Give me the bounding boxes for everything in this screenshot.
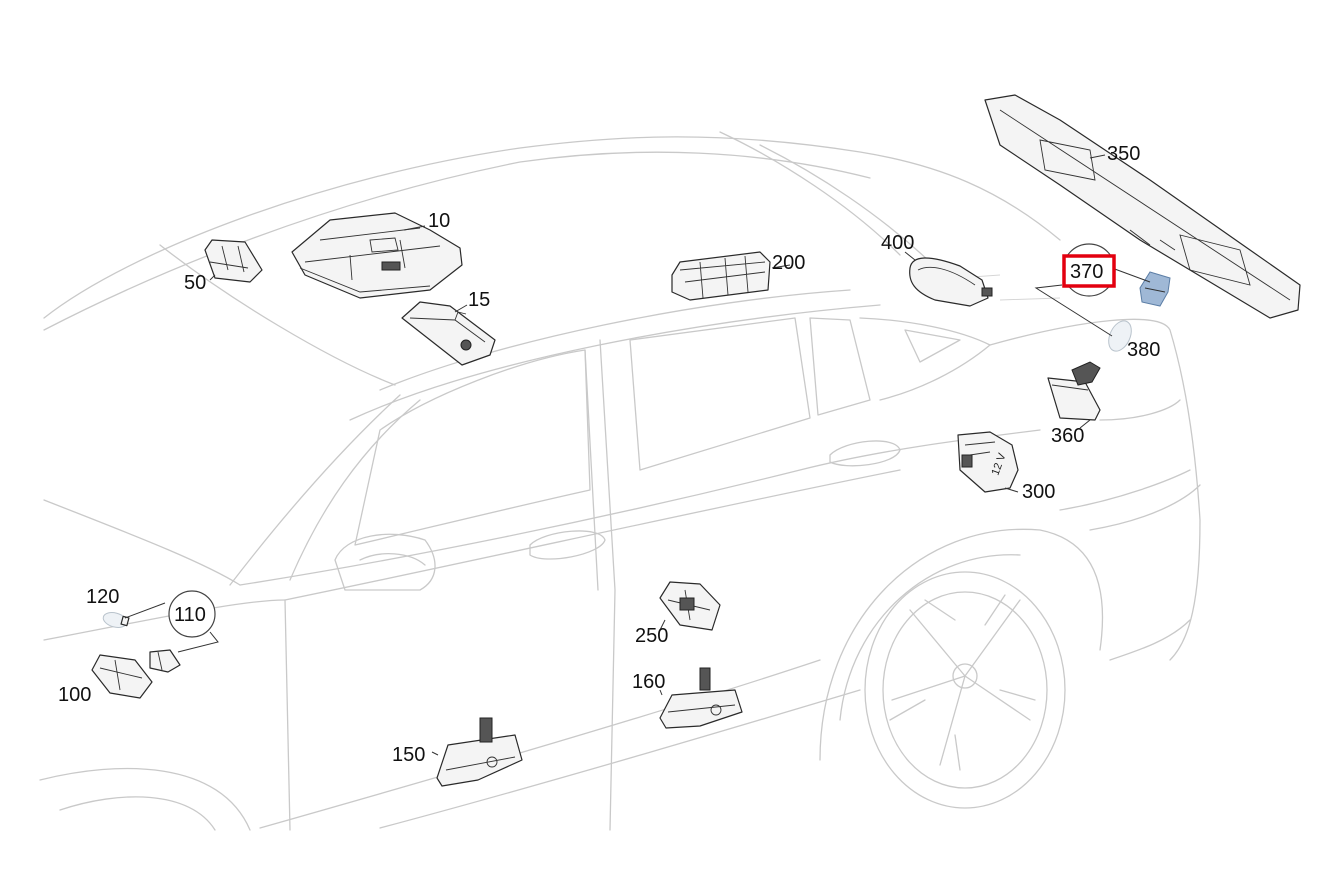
leader-lines (124, 154, 1151, 756)
part-400-lamp-lens[interactable] (909, 257, 993, 307)
label-360[interactable]: 360 (1051, 425, 1084, 447)
part-15-reading-lamp[interactable] (401, 301, 496, 366)
part-150-entry-light[interactable] (436, 717, 523, 787)
label-370[interactable]: 370 (1070, 261, 1103, 283)
label-10[interactable]: 10 (428, 210, 450, 232)
label-150[interactable]: 150 (392, 744, 425, 766)
part-110-bulb-holder[interactable] (149, 649, 181, 673)
part-350-tailgate-trim[interactable] (984, 94, 1301, 319)
label-100[interactable]: 100 (58, 684, 91, 706)
part-120-bulb[interactable] (102, 610, 130, 630)
part-370-bulb-socket[interactable] (1139, 271, 1171, 307)
part-10-overhead-control-panel[interactable] (291, 212, 463, 299)
label-350[interactable]: 350 (1107, 143, 1140, 165)
part-380-bulb[interactable] (1104, 317, 1136, 354)
label-250[interactable]: 250 (635, 625, 668, 647)
part-300-12v-socket[interactable]: 12 V (957, 431, 1019, 493)
label-200[interactable]: 200 (772, 252, 805, 274)
part-labels: 10 15 50 200 400 350 370 380 360 300 250… (58, 143, 1160, 766)
part-250-door-lamp[interactable] (659, 581, 721, 631)
label-300[interactable]: 300 (1022, 481, 1055, 503)
part-160-entry-light[interactable] (659, 667, 743, 729)
car-outline (39, 131, 1201, 831)
part-50-interior-lamp[interactable] (204, 239, 263, 283)
label-160[interactable]: 160 (632, 671, 665, 693)
label-370-highlight (1062, 254, 1116, 288)
label-50[interactable]: 50 (184, 272, 206, 294)
label-15[interactable]: 15 (468, 289, 490, 311)
part-360-lamp-housing[interactable] (1047, 361, 1101, 421)
label-120[interactable]: 120 (86, 586, 119, 608)
label-400[interactable]: 400 (881, 232, 914, 254)
label-110-circle (168, 590, 216, 638)
part-200-roof-module[interactable] (671, 251, 771, 301)
label-380[interactable]: 380 (1127, 339, 1160, 361)
part-100-lamp-housing[interactable] (91, 654, 153, 699)
label-110[interactable]: 110 (174, 604, 206, 626)
